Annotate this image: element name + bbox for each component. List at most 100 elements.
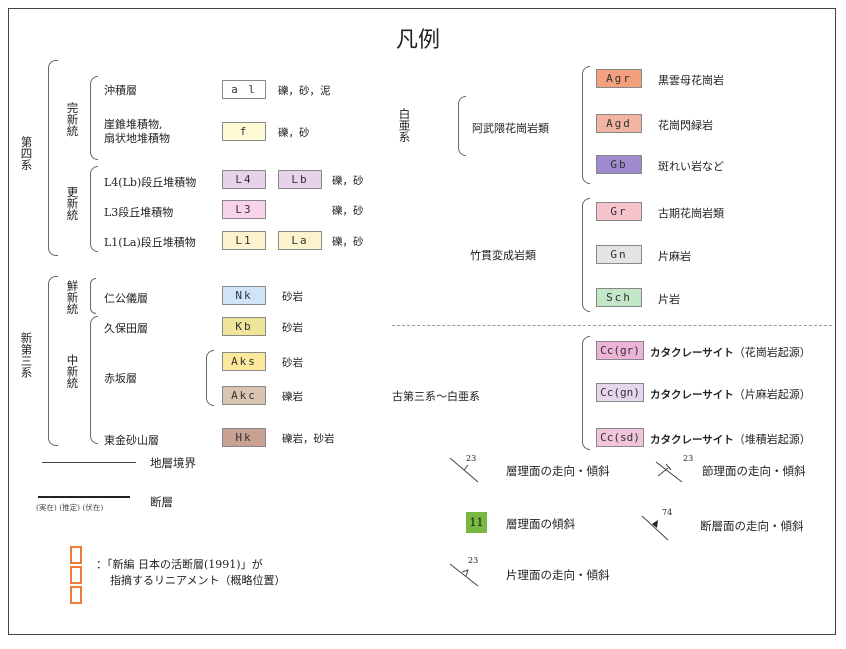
unit-box-lb: Lb: [278, 170, 322, 189]
unit-box-aks: Aks: [222, 352, 266, 371]
bedding-strike-dip-icon: [449, 457, 479, 483]
metamorphic-brace: [582, 198, 590, 312]
rock-agr: 黒雲母花崗岩: [658, 74, 724, 87]
rock-aks: 砂岩: [282, 357, 303, 369]
rock-l1: 礫，砂: [332, 236, 364, 248]
unit-name-nk: 仁公儀層: [104, 292, 148, 305]
lineament-note-2: 指摘するリニアメント（概略位置）: [110, 574, 286, 587]
lineament-symbol-2: [70, 566, 82, 584]
rock-hk: 礫岩，砂岩: [282, 433, 335, 445]
joint-num: 23: [683, 454, 694, 463]
miocene-label: 中新統: [65, 354, 80, 389]
rock-gb: 斑れい岩など: [658, 160, 724, 173]
abukuma-label: 阿武隈花崗岩類: [472, 122, 549, 135]
unit-box-nk: Nk: [222, 286, 266, 305]
rock-agd: 花崗閃緑岩: [658, 119, 713, 132]
ccgr-rock: カタクレーサイト: [650, 347, 734, 359]
unit-box-gb: Gb: [596, 155, 642, 174]
rock-f: 礫，砂: [278, 127, 310, 139]
rock-akc: 礫岩: [282, 391, 303, 403]
unit-box-l4: L4: [222, 170, 266, 189]
rock-ccgr: カタクレーサイト（花崗岩起源）: [650, 344, 811, 360]
schistosity-num: 23: [468, 556, 479, 565]
rock-sch: 片岩: [658, 293, 680, 306]
bedding-num: 23: [466, 454, 477, 463]
unit-name-l4: L4(Lb)段丘堆積物: [104, 176, 197, 189]
lineament-symbol-1: [70, 546, 82, 564]
unit-box-hk: Hk: [222, 428, 266, 447]
ccgr-origin: （花崗岩起源）: [733, 346, 811, 359]
ccsd-rock: カタクレーサイト: [650, 434, 734, 446]
unit-name-alluvium: 沖積層: [104, 84, 137, 97]
joint-strike-dip-icon: [655, 461, 683, 483]
rock-gr: 古期花崗岩類: [658, 207, 724, 220]
rock-gn: 片麻岩: [658, 250, 691, 263]
granite-brace: [582, 66, 590, 184]
rock-kb: 砂岩: [282, 322, 303, 334]
fault-plane-icon: [641, 515, 669, 541]
unit-name-kb: 久保田層: [104, 322, 148, 335]
akasaka-brace: [206, 350, 214, 406]
unit-name-aks: 赤坂層: [104, 372, 137, 385]
pleistocene-brace: [90, 166, 98, 252]
rock-ccsd: カタクレーサイト（堆積岩起源）: [650, 431, 811, 447]
takanuki-label: 竹貫変成岩類: [470, 249, 536, 262]
pliocene-brace: [90, 278, 96, 314]
legend-frame: [8, 8, 836, 635]
unit-box-gr: Gr: [596, 202, 642, 221]
cretaceous-label: 白亜系: [397, 108, 412, 143]
abukuma-brace: [458, 96, 466, 156]
holocene-label: 完新統: [65, 102, 80, 137]
unit-box-ccgr: Cc(gr): [596, 341, 644, 360]
neogene-label: 新第三系: [19, 332, 34, 378]
cataclasite-brace: [582, 336, 590, 450]
paleogene-label: 古第三系～白亜系: [392, 390, 480, 403]
boundary-line: [42, 462, 136, 463]
rock-al: 礫，砂，泥: [278, 85, 331, 97]
fault-line: [38, 496, 130, 498]
unit-name-l3: L3段丘堆積物: [104, 206, 174, 219]
unit-box-ccsd: Cc(sd): [596, 428, 644, 447]
joint-strike-dip-label: 節理面の走向・傾斜: [702, 464, 806, 478]
holocene-brace: [90, 76, 98, 160]
boundary-label: 地層境界: [150, 456, 196, 470]
fault-num: 74: [662, 508, 673, 517]
rock-nk: 砂岩: [282, 291, 303, 303]
fault-types: (実在) (推定) (伏在): [36, 503, 104, 512]
unit-box-f: f: [222, 122, 266, 141]
unit-box-agd: Agd: [596, 114, 642, 133]
unit-name-hk: 東金砂山層: [104, 434, 159, 447]
rock-l4: 礫，砂: [332, 175, 364, 187]
unit-box-kb: Kb: [222, 317, 266, 336]
neogene-brace: [48, 276, 58, 446]
unit-name-l1: L1(La)段丘堆積物: [104, 236, 196, 249]
unit-box-al: a l: [222, 80, 266, 99]
unit-box-sch: Sch: [596, 288, 642, 307]
bedding-dip-badge: 11: [466, 512, 487, 533]
miocene-brace: [90, 316, 98, 444]
talus-line-1: 崖錐堆積物,: [104, 118, 163, 131]
schistosity-label: 片理面の走向・傾斜: [506, 568, 610, 582]
rock-l3: 礫，砂: [332, 205, 364, 217]
bedding-dip-label: 層理面の傾斜: [506, 517, 575, 531]
ccsd-origin: （堆積岩起源）: [733, 433, 811, 446]
unit-box-akc: Akc: [222, 386, 266, 405]
bedding-strike-dip-label: 層理面の走向・傾斜: [506, 464, 610, 478]
lineament-symbol-3: [70, 586, 82, 604]
unit-box-la: La: [278, 231, 322, 250]
ccgn-rock: カタクレーサイト: [650, 389, 734, 401]
schistosity-icon: [449, 563, 479, 587]
unit-box-gn: Gn: [596, 245, 642, 264]
rock-ccgn: カタクレーサイト（片麻岩起源）: [650, 386, 811, 402]
fault-plane-label: 断層面の走向・傾斜: [700, 519, 804, 533]
lineament-note-1: ：「新編 日本の活断層(1991)」が: [96, 558, 263, 571]
section-divider: [392, 325, 832, 326]
talus-line-2: 扇状地堆積物: [104, 132, 170, 145]
unit-box-l3: L3: [222, 200, 266, 219]
pleistocene-label: 更新統: [65, 186, 80, 221]
unit-name-talus: 崖錐堆積物,扇状地堆積物: [104, 118, 170, 146]
quaternary-brace: [48, 60, 58, 256]
unit-box-l1: L1: [222, 231, 266, 250]
unit-box-agr: Agr: [596, 69, 642, 88]
legend-title: 凡例: [396, 28, 441, 53]
